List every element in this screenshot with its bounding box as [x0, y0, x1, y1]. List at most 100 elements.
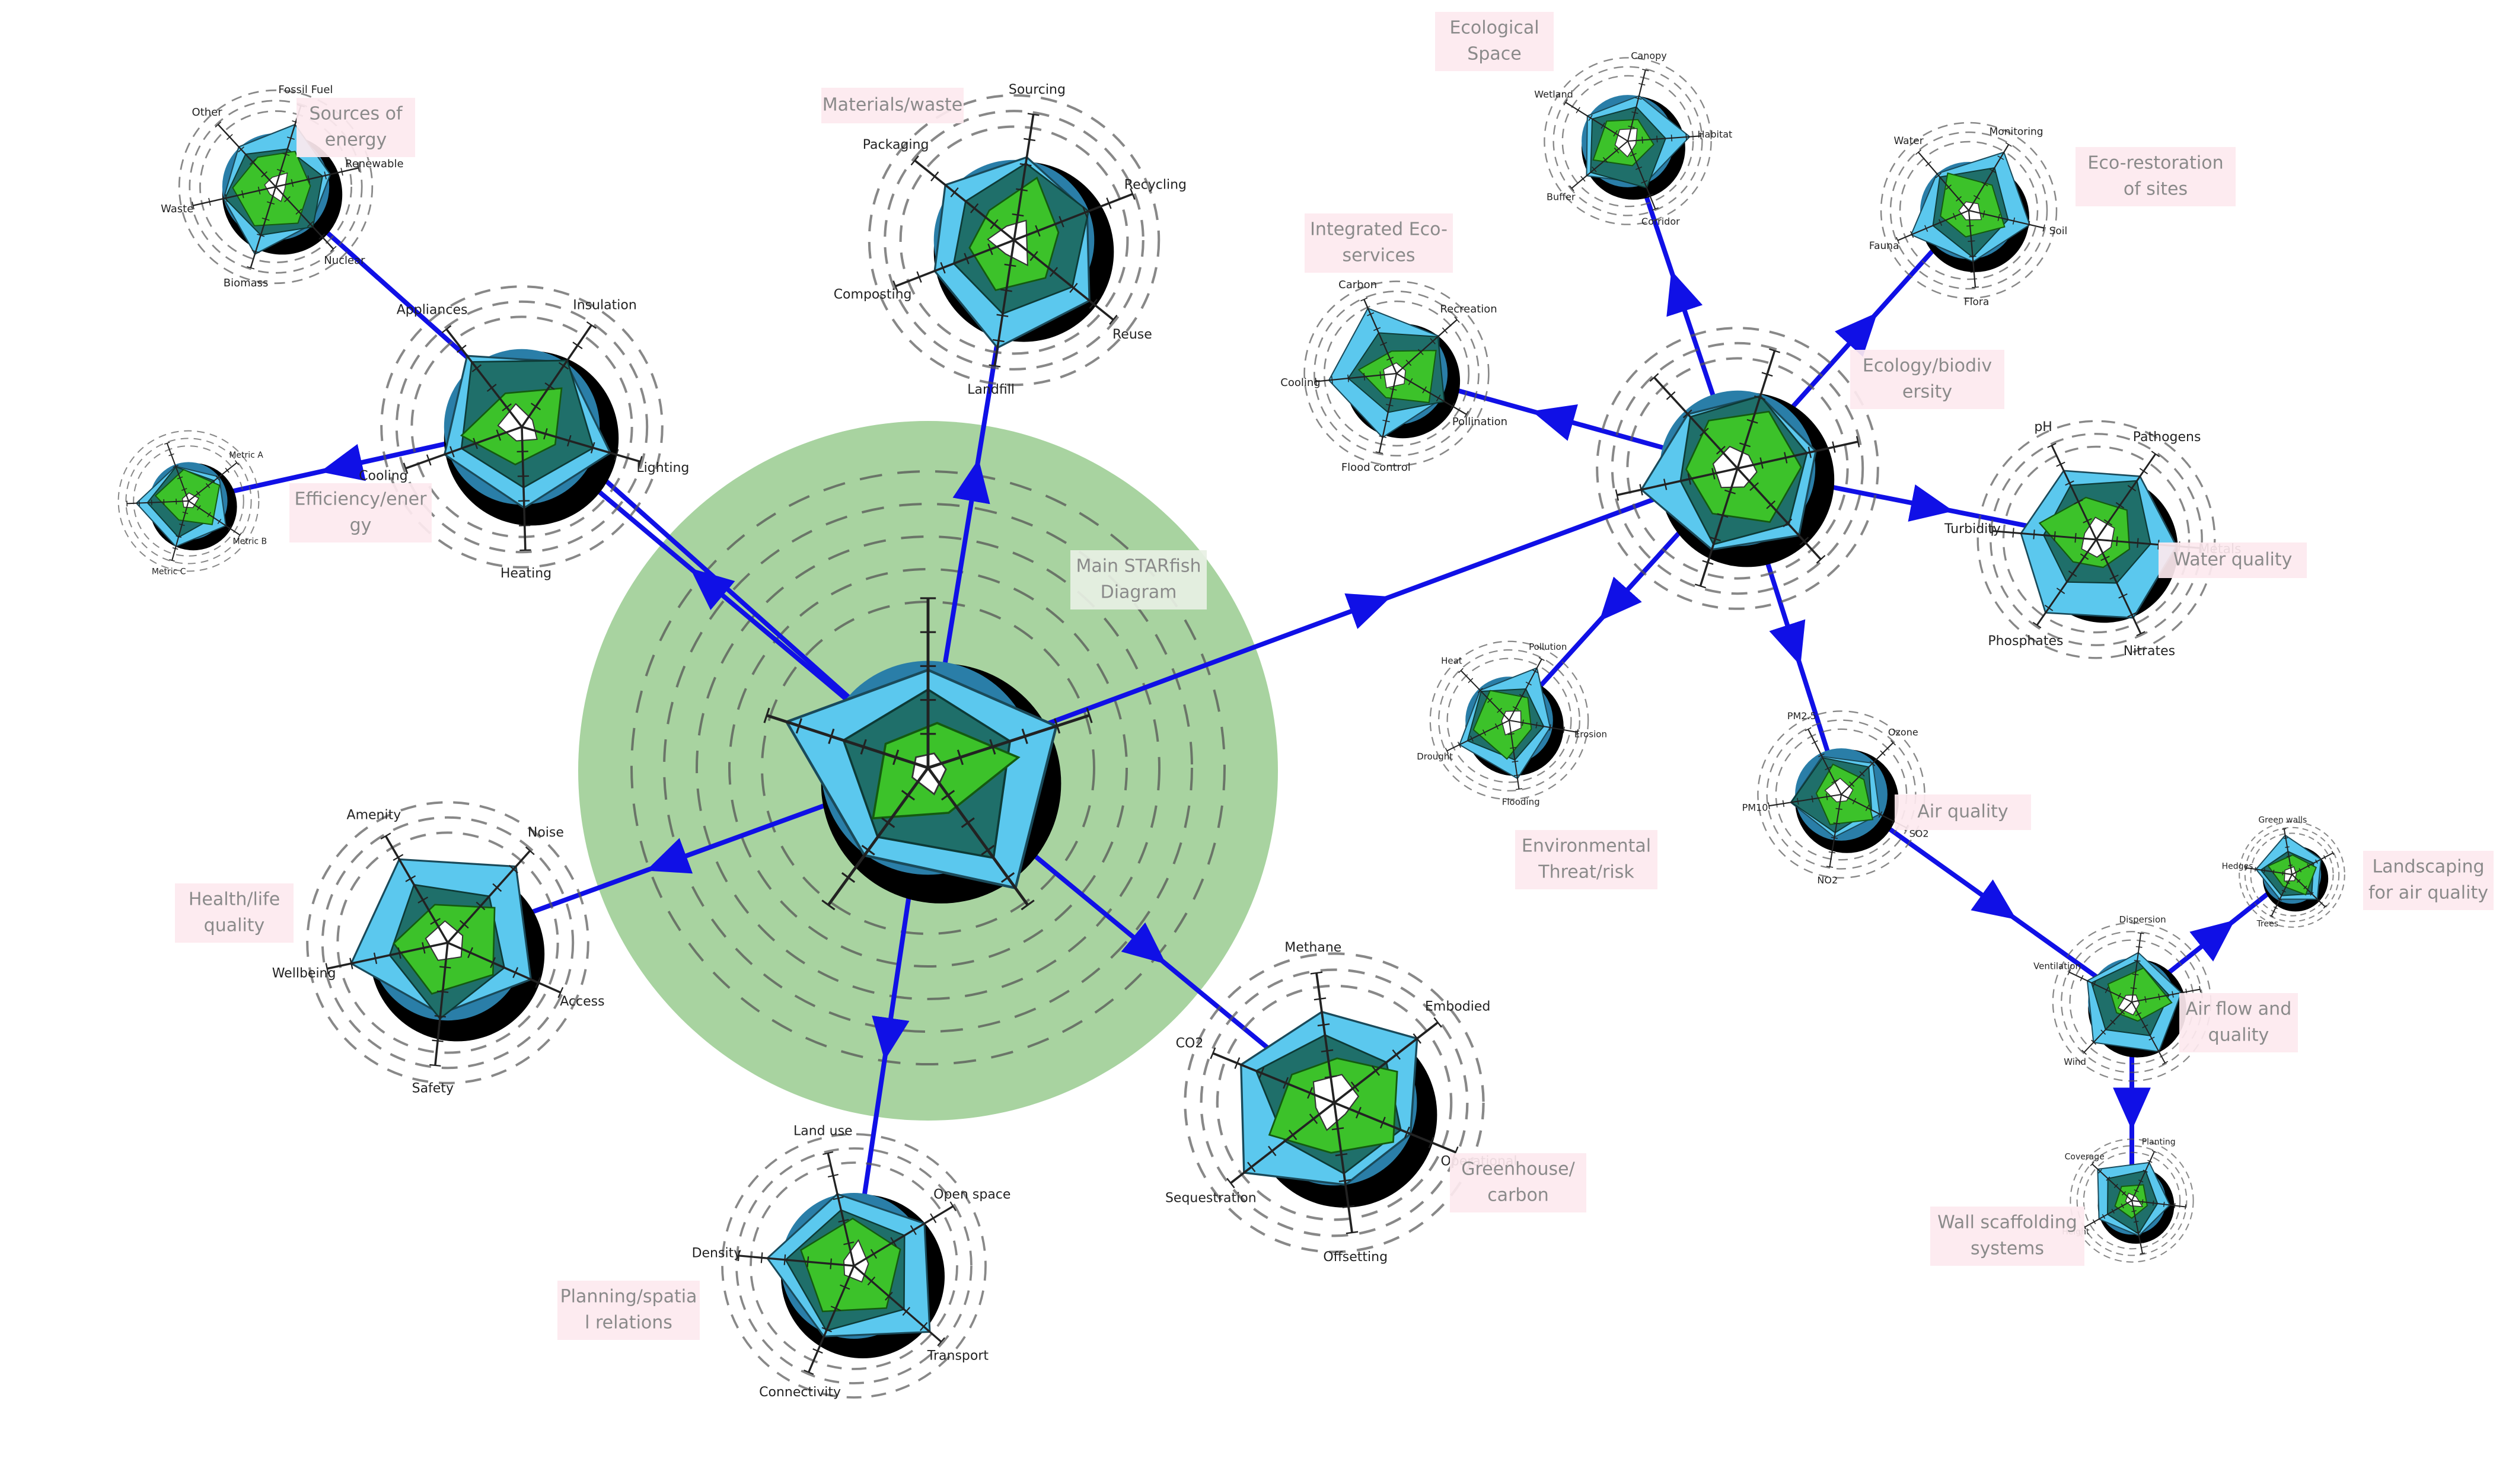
label-line: systems: [1971, 1239, 2044, 1259]
axis-tick: [2091, 1039, 2097, 1045]
axis-tick: [517, 451, 528, 453]
axis-tick: [1283, 1077, 1289, 1089]
axis-tick: [892, 280, 898, 292]
radar-node-ecology[interactable]: [1596, 327, 1879, 610]
dashed-ring: [1880, 122, 2058, 299]
axis-tick: [1507, 733, 1515, 735]
axis-tick: [182, 511, 189, 515]
axis-tick: [228, 525, 232, 531]
axis-tick: [1497, 707, 1503, 713]
label-box: [1850, 350, 2004, 409]
label-line: Diagram: [1101, 582, 1177, 603]
axis-label: Canopy: [1631, 50, 1667, 62]
radar-axis: [1918, 151, 1969, 211]
axis-tick: [1428, 1136, 1434, 1148]
axis-tick: [1782, 800, 1785, 808]
main-dashed-ring: [663, 503, 1193, 1033]
axis-tick: [1335, 1153, 1348, 1157]
node-label-efficiency: Efficiency/energy: [289, 483, 432, 542]
axis-tick: [1016, 188, 1028, 192]
axis-label: Pollution: [1529, 642, 1567, 652]
radar-axis: [445, 328, 523, 428]
axis-tick: [2303, 885, 2307, 889]
radar-axis: [1212, 1052, 1335, 1104]
radar-node-water[interactable]: NitratesPhosphatesTurbiditypHPathogensMe…: [1944, 420, 2242, 659]
axis-tick: [449, 446, 455, 458]
edge-arrow-main-greenhouse: [1121, 922, 1166, 965]
axis-tick: [2092, 1219, 2096, 1224]
axis-tick: [1012, 213, 1024, 217]
axis-tick: [1027, 113, 1040, 116]
axis-label: Buffer: [1547, 191, 1576, 202]
axis-tick: [1422, 386, 1427, 394]
axis-label: Soil: [2049, 225, 2068, 237]
label-line: energy: [325, 130, 387, 151]
axis-tick: [2297, 879, 2301, 883]
radar-node-wall[interactable]: HeightCoveragePlanting: [2062, 1137, 2194, 1263]
radar-axis: [1829, 794, 1842, 867]
axis-tick: [432, 1039, 444, 1042]
label-line: gy: [350, 515, 372, 536]
radar-axis: [1968, 210, 1976, 288]
axis-tick: [1649, 373, 1659, 382]
radar-axis: [166, 443, 189, 502]
axis-tick: [1317, 1023, 1330, 1027]
label-line: of sites: [2124, 179, 2188, 200]
axis-tick: [2115, 502, 2125, 509]
axis-tick: [1321, 1049, 1334, 1053]
axis-tick: [1519, 694, 1526, 698]
radar-axis: [1627, 69, 1646, 142]
label-line: l relations: [585, 1313, 672, 1333]
radar-node-main[interactable]: [763, 597, 1093, 911]
axis-label: Erosion: [1574, 729, 1607, 740]
dashed-ring: [1438, 649, 1580, 792]
radar-node-greenhouse[interactable]: CO2MethaneEmbodiedOperationalOffsettingS…: [1165, 940, 1517, 1265]
axis-tick: [492, 883, 502, 892]
axis-tick: [2117, 992, 2121, 1000]
radar-axis: [1571, 141, 1628, 189]
radar-axis: [384, 835, 449, 943]
axis-tick: [249, 159, 256, 165]
axis-tick: [586, 321, 597, 329]
axis-tick: [1445, 748, 1449, 754]
axis-tick: [284, 196, 291, 203]
axis-tick: [806, 1256, 809, 1268]
axis-tick: [2033, 529, 2035, 540]
axis-tick: [919, 1322, 928, 1331]
axis-tick: [1702, 560, 1714, 565]
axis-tick: [830, 1306, 841, 1311]
axis-tick: [1973, 194, 1980, 200]
axis-tick: [1000, 289, 1012, 292]
axis-tick: [2122, 1191, 2127, 1196]
label-box: [2363, 851, 2494, 910]
radar-node-materials[interactable]: RecyclingReuseLandfillCompostingPackagin…: [834, 82, 1187, 397]
axis-tick: [238, 532, 242, 538]
axis-tick: [429, 1064, 441, 1067]
radar-axis: [521, 426, 641, 463]
axis-tick: [1226, 1177, 1235, 1189]
axis-tick: [1989, 168, 1996, 173]
axis-tick: [1832, 441, 1836, 453]
radar-axis: [275, 167, 359, 188]
dashed-ring: [321, 816, 575, 1070]
axis-tick: [981, 844, 995, 856]
radar-node-sources[interactable]: Fossil FuelRenewableNuclearBiomassWasteO…: [161, 84, 403, 289]
axis-tick: [989, 364, 1001, 368]
axis-tick: [1880, 750, 1886, 756]
axis-tick: [1818, 753, 1825, 758]
axis-tick: [1373, 327, 1381, 331]
axis-tick: [1635, 97, 1642, 100]
radar-axis: [188, 500, 241, 536]
axis-tick: [1386, 404, 1394, 407]
radar-node-efficiency[interactable]: InsulationLightingHeatingCoolingApplianc…: [359, 285, 689, 581]
